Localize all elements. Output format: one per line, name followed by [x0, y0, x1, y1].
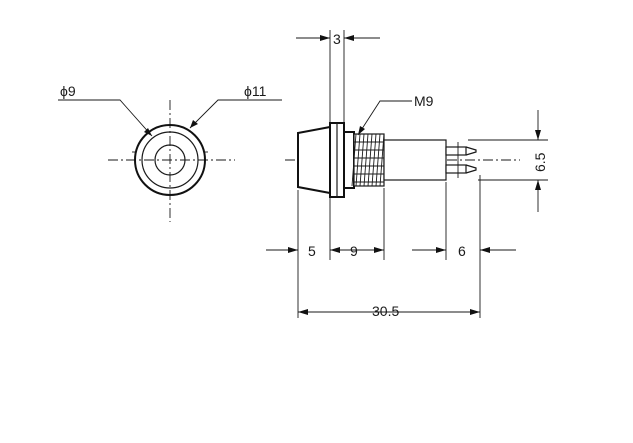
- leader-m9: [357, 100, 412, 136]
- side-view: [285, 122, 520, 198]
- label-cap-width: 3: [333, 31, 341, 47]
- front-ring-circle: [141, 131, 199, 189]
- terminal-bottom: [445, 164, 467, 174]
- arrow: [298, 309, 308, 315]
- label-thread: M9: [414, 93, 434, 109]
- terminal-tip-bottom: [465, 164, 477, 174]
- label-total-len: 30.5: [372, 303, 399, 319]
- leader-m9-arrow: [358, 126, 365, 135]
- rear-body: [383, 139, 447, 181]
- arrow: [480, 247, 490, 253]
- terminal-tip-top: [465, 146, 477, 156]
- front-view: ϕ9 ϕ11: [58, 83, 282, 222]
- label-thread-len: 9: [350, 243, 358, 259]
- thread-lines: [351, 133, 385, 187]
- arrow: [436, 247, 446, 253]
- terminal-top: [445, 146, 467, 156]
- arrow: [288, 247, 298, 253]
- head-body: [297, 125, 331, 195]
- label-front-inner-dia: ϕ9: [60, 83, 76, 99]
- front-outer-circle: [134, 124, 206, 196]
- arrow: [535, 180, 541, 190]
- arrow: [374, 247, 384, 253]
- arrow: [344, 35, 354, 41]
- leader-phi9: [58, 99, 153, 137]
- label-terminal-len: 6: [458, 243, 466, 259]
- leader-phi11-arrow: [190, 120, 198, 128]
- arrow: [470, 309, 480, 315]
- arrow: [535, 130, 541, 140]
- leader-phi11: [189, 99, 282, 129]
- dimensions: 3 M9 6.5 5 9 6: [266, 30, 548, 319]
- front-inner-circle: [154, 144, 186, 176]
- label-front-outer-dia: ϕ11: [244, 83, 267, 99]
- label-head-len: 5: [308, 243, 316, 259]
- leader-phi9-arrow: [144, 128, 152, 136]
- arrow: [320, 35, 330, 41]
- label-height: 6.5: [532, 152, 548, 172]
